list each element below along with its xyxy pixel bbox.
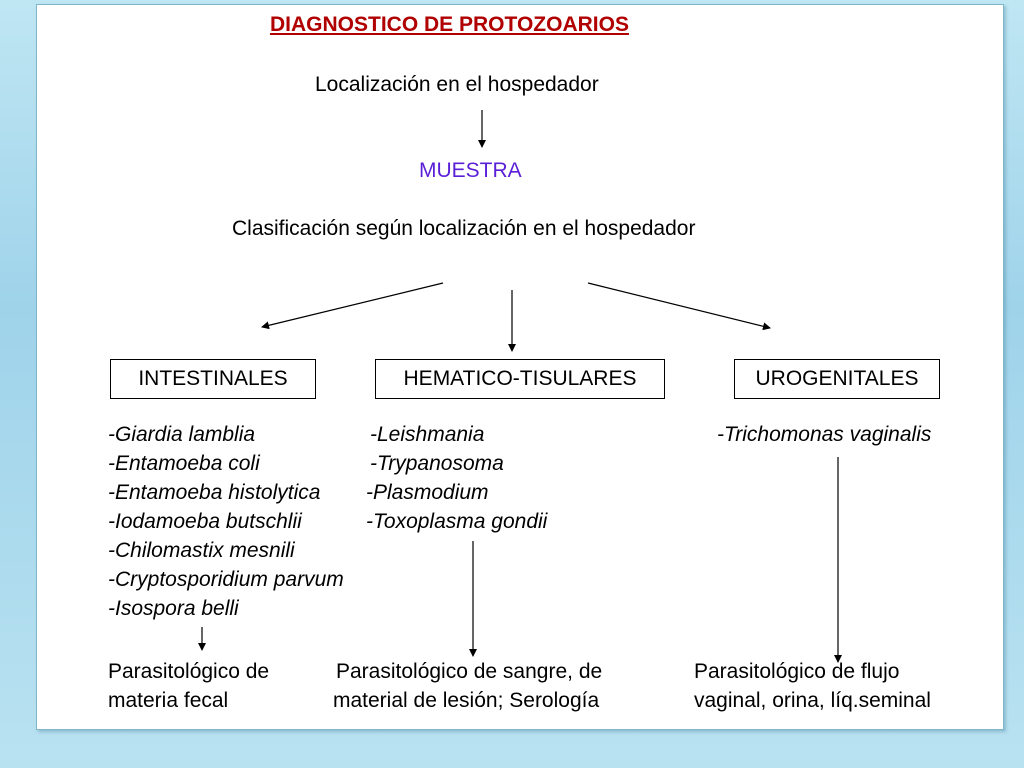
diagnosis-intestinales-line2: materia fecal [108,689,229,712]
classification-label: Clasificación según localización en el h… [232,217,696,240]
location-label: Localización en el hospedador [315,73,599,96]
species-item: -Entamoeba histolytica [108,481,321,504]
species-item: -Entamoeba coli [108,452,260,475]
diagnosis-intestinales-line1: Parasitológico de [108,660,270,683]
sample-label: MUESTRA [419,159,522,182]
species-item: -Chilomastix mesnili [108,539,295,562]
species-item: -Cryptosporidium parvum [108,568,344,591]
diagnosis-hematico-line2: material de lesión; Serología [333,689,600,712]
species-item: -Iodamoeba butschlii [108,510,302,533]
arrow-to-urogenitales [587,282,771,331]
species-item: -Giardia lamblia [108,423,256,446]
species-item: -Trypanosoma [370,452,504,475]
diagram-title: DIAGNOSTICO DE PROTOZOARIOS [270,13,629,36]
species-item: -Leishmania [370,423,485,446]
category-box-hematico-tisulares: HEMATICO-TISULARES [375,359,665,399]
species-item: -Trichomonas vaginalis [717,423,932,446]
species-item: -Plasmodium [366,481,489,504]
category-box-urogenitales: UROGENITALES [734,359,940,399]
species-item: -Isospora belli [108,597,239,620]
species-item: -Toxoplasma gondii [366,510,548,533]
diagnosis-urogenitales-line1: Parasitológico de flujo [694,660,900,683]
diagnosis-urogenitales-line2: vaginal, orina, líq.seminal [694,689,931,712]
diagnosis-hematico-line1: Parasitológico de sangre, de [336,660,603,683]
arrow-to-intestinales [261,282,444,330]
category-box-intestinales: INTESTINALES [110,359,316,399]
